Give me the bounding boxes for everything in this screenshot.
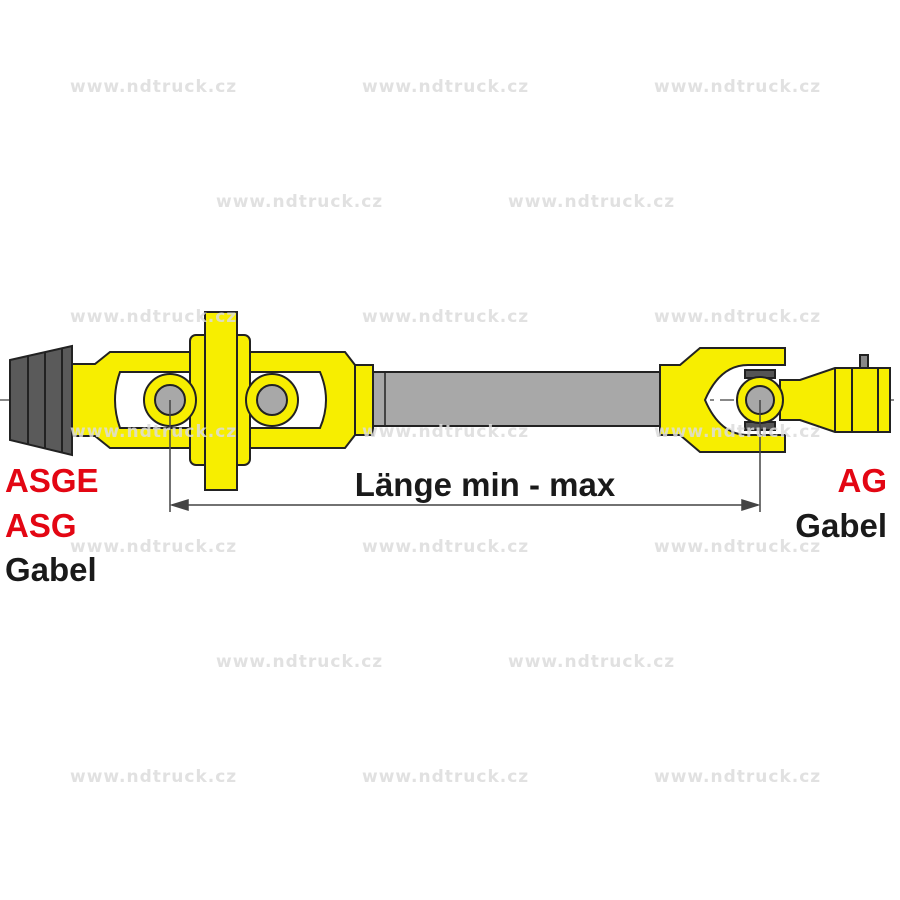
left-label-asg: ASG — [5, 507, 77, 544]
wide-angle-joint — [71, 311, 374, 491]
watermark-text: www.ndtruck.cz — [654, 307, 821, 327]
watermark-text: www.ndtruck.cz — [508, 192, 675, 212]
right-label-ag: AG — [838, 462, 888, 499]
watermark-text: www.ndtruck.cz — [70, 537, 237, 557]
watermark-text: www.ndtruck.cz — [216, 192, 383, 212]
length-dimension — [169, 400, 761, 512]
watermark-text: www.ndtruck.cz — [70, 767, 237, 787]
watermark-text: www.ndtruck.cz — [362, 77, 529, 97]
watermark-text: www.ndtruck.cz — [70, 307, 237, 327]
left-label-asge: ASGE — [5, 462, 99, 499]
cone-guard — [9, 344, 73, 457]
watermark-text: www.ndtruck.cz — [362, 422, 529, 442]
watermark-text: www.ndtruck.cz — [654, 77, 821, 97]
dimension-label: Länge min - max — [355, 466, 616, 503]
left-label-gabel: Gabel — [5, 551, 97, 588]
watermark-text: www.ndtruck.cz — [362, 767, 529, 787]
watermark-text: www.ndtruck.cz — [362, 537, 529, 557]
watermark-text: www.ndtruck.cz — [362, 307, 529, 327]
watermark-text: www.ndtruck.cz — [654, 422, 821, 442]
watermarks: www.ndtruck.cz www.ndtruck.cz www.ndtruck.… — [70, 77, 821, 787]
telescopic-tube — [372, 371, 664, 427]
watermark-text: www.ndtruck.cz — [70, 77, 237, 97]
watermark-text: www.ndtruck.cz — [70, 422, 237, 442]
watermark-text: www.ndtruck.cz — [654, 537, 821, 557]
watermark-text: www.ndtruck.cz — [654, 767, 821, 787]
right-label-gabel: Gabel — [795, 507, 887, 544]
watermark-text: www.ndtruck.cz — [508, 652, 675, 672]
watermark-text: www.ndtruck.cz — [216, 652, 383, 672]
